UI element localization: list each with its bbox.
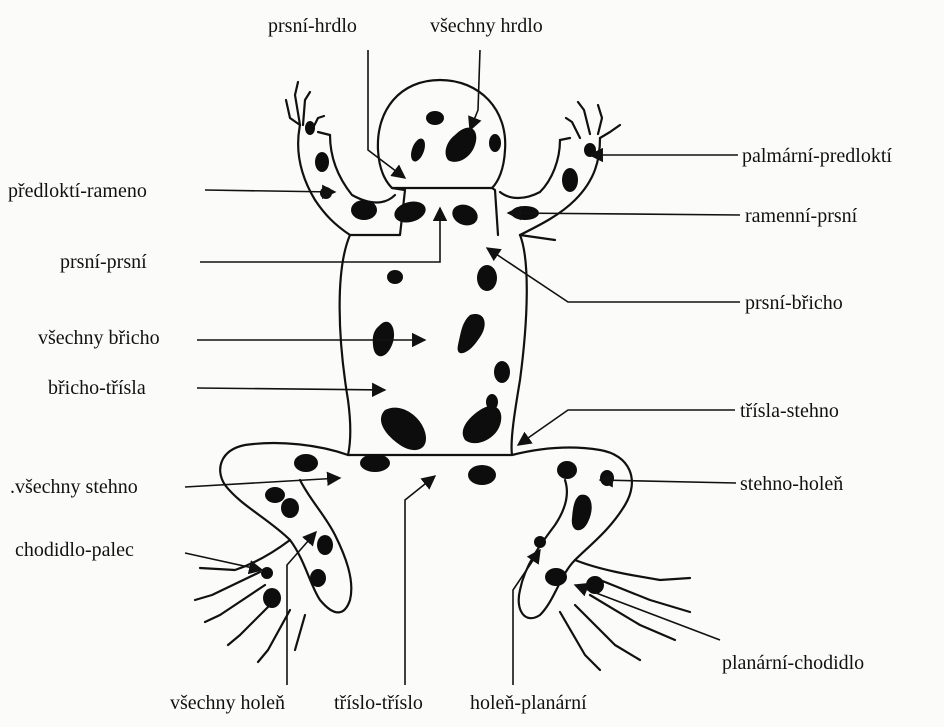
- label-palmarni-predlokti: palmární-predloktí: [742, 145, 892, 167]
- spot: [408, 137, 427, 164]
- leader-stehno-holen: [600, 480, 736, 483]
- spot: [373, 322, 394, 356]
- spot: [305, 121, 315, 135]
- spot: [572, 495, 592, 531]
- spot: [381, 408, 426, 450]
- spot: [310, 569, 326, 587]
- spot: [265, 487, 285, 503]
- spot: [494, 361, 510, 383]
- label-predlokti-rameno: předloktí-rameno: [8, 180, 147, 202]
- label-trislo-trislo: tříslo-tříslo: [334, 692, 423, 714]
- labels: prsní-hrdlo všechny hrdlo palmární-predl…: [8, 15, 892, 714]
- leader-ramenni-prsni: [508, 213, 740, 215]
- spot: [317, 535, 333, 555]
- spot: [534, 536, 546, 548]
- spot: [458, 314, 485, 353]
- right-foot-outline: [560, 560, 690, 670]
- spot: [600, 470, 614, 486]
- label-ramenni-prsni: ramenní-prsní: [745, 205, 858, 227]
- label-stehno-holen: stehno-holeň: [740, 473, 843, 495]
- leader-vsechny-stehno: [185, 478, 340, 487]
- spot: [294, 454, 318, 472]
- label-vsechny-bricho: všechny břicho: [38, 327, 160, 349]
- spot: [315, 152, 329, 172]
- leader-planarni-chodidlo: [575, 585, 720, 640]
- label-vsechny-stehno: .všechny stehno: [10, 476, 138, 498]
- leader-bricho-trisla: [197, 388, 385, 390]
- label-trisla-stehno: třísla-stehno: [740, 400, 839, 422]
- left-arm-outline: [298, 125, 395, 235]
- label-prsni-prsni: prsní-prsní: [60, 251, 147, 273]
- leader-trislo-trislo: [405, 476, 435, 685]
- spot: [562, 168, 578, 192]
- label-holen-planarni: holeň-planární: [470, 692, 587, 714]
- label-bricho-trisla: břicho-třísla: [48, 377, 146, 399]
- spot: [281, 498, 299, 518]
- spot: [320, 187, 332, 199]
- spot: [463, 406, 502, 443]
- spot: [263, 588, 281, 608]
- right-hand-outline: [560, 102, 620, 140]
- spot: [486, 394, 498, 410]
- label-vsechny-hrdlo: všechny hrdlo: [430, 15, 543, 37]
- spot: [426, 111, 444, 125]
- spot: [468, 465, 496, 485]
- spot: [449, 201, 480, 229]
- left-leg-outline: [220, 443, 351, 612]
- label-chodidlo-palec: chodidlo-palec: [15, 539, 134, 561]
- label-prsni-bricho: prsní-břicho: [745, 292, 843, 314]
- spot: [360, 454, 390, 472]
- spot: [477, 265, 497, 291]
- leader-prsni-hrdlo: [368, 50, 405, 178]
- spot: [545, 568, 567, 586]
- spot: [489, 134, 501, 152]
- leader-chodidlo-palec: [185, 553, 262, 570]
- spot: [446, 128, 477, 162]
- label-prsni-hrdlo: prsní-hrdlo: [268, 15, 357, 37]
- spot: [387, 270, 403, 284]
- leader-predlokti-rameno: [205, 190, 335, 192]
- spot: [586, 576, 604, 594]
- spot: [392, 198, 428, 226]
- spot: [351, 200, 377, 220]
- spot: [557, 461, 577, 479]
- spot: [261, 567, 273, 579]
- label-vsechny-holen: všechny holeň: [170, 692, 285, 714]
- leader-vsechny-holen: [287, 532, 316, 685]
- label-planarni-chodidlo: planární-chodidlo: [722, 652, 864, 674]
- leader-trisla-stehno: [518, 410, 735, 445]
- frog-outline: [195, 80, 690, 670]
